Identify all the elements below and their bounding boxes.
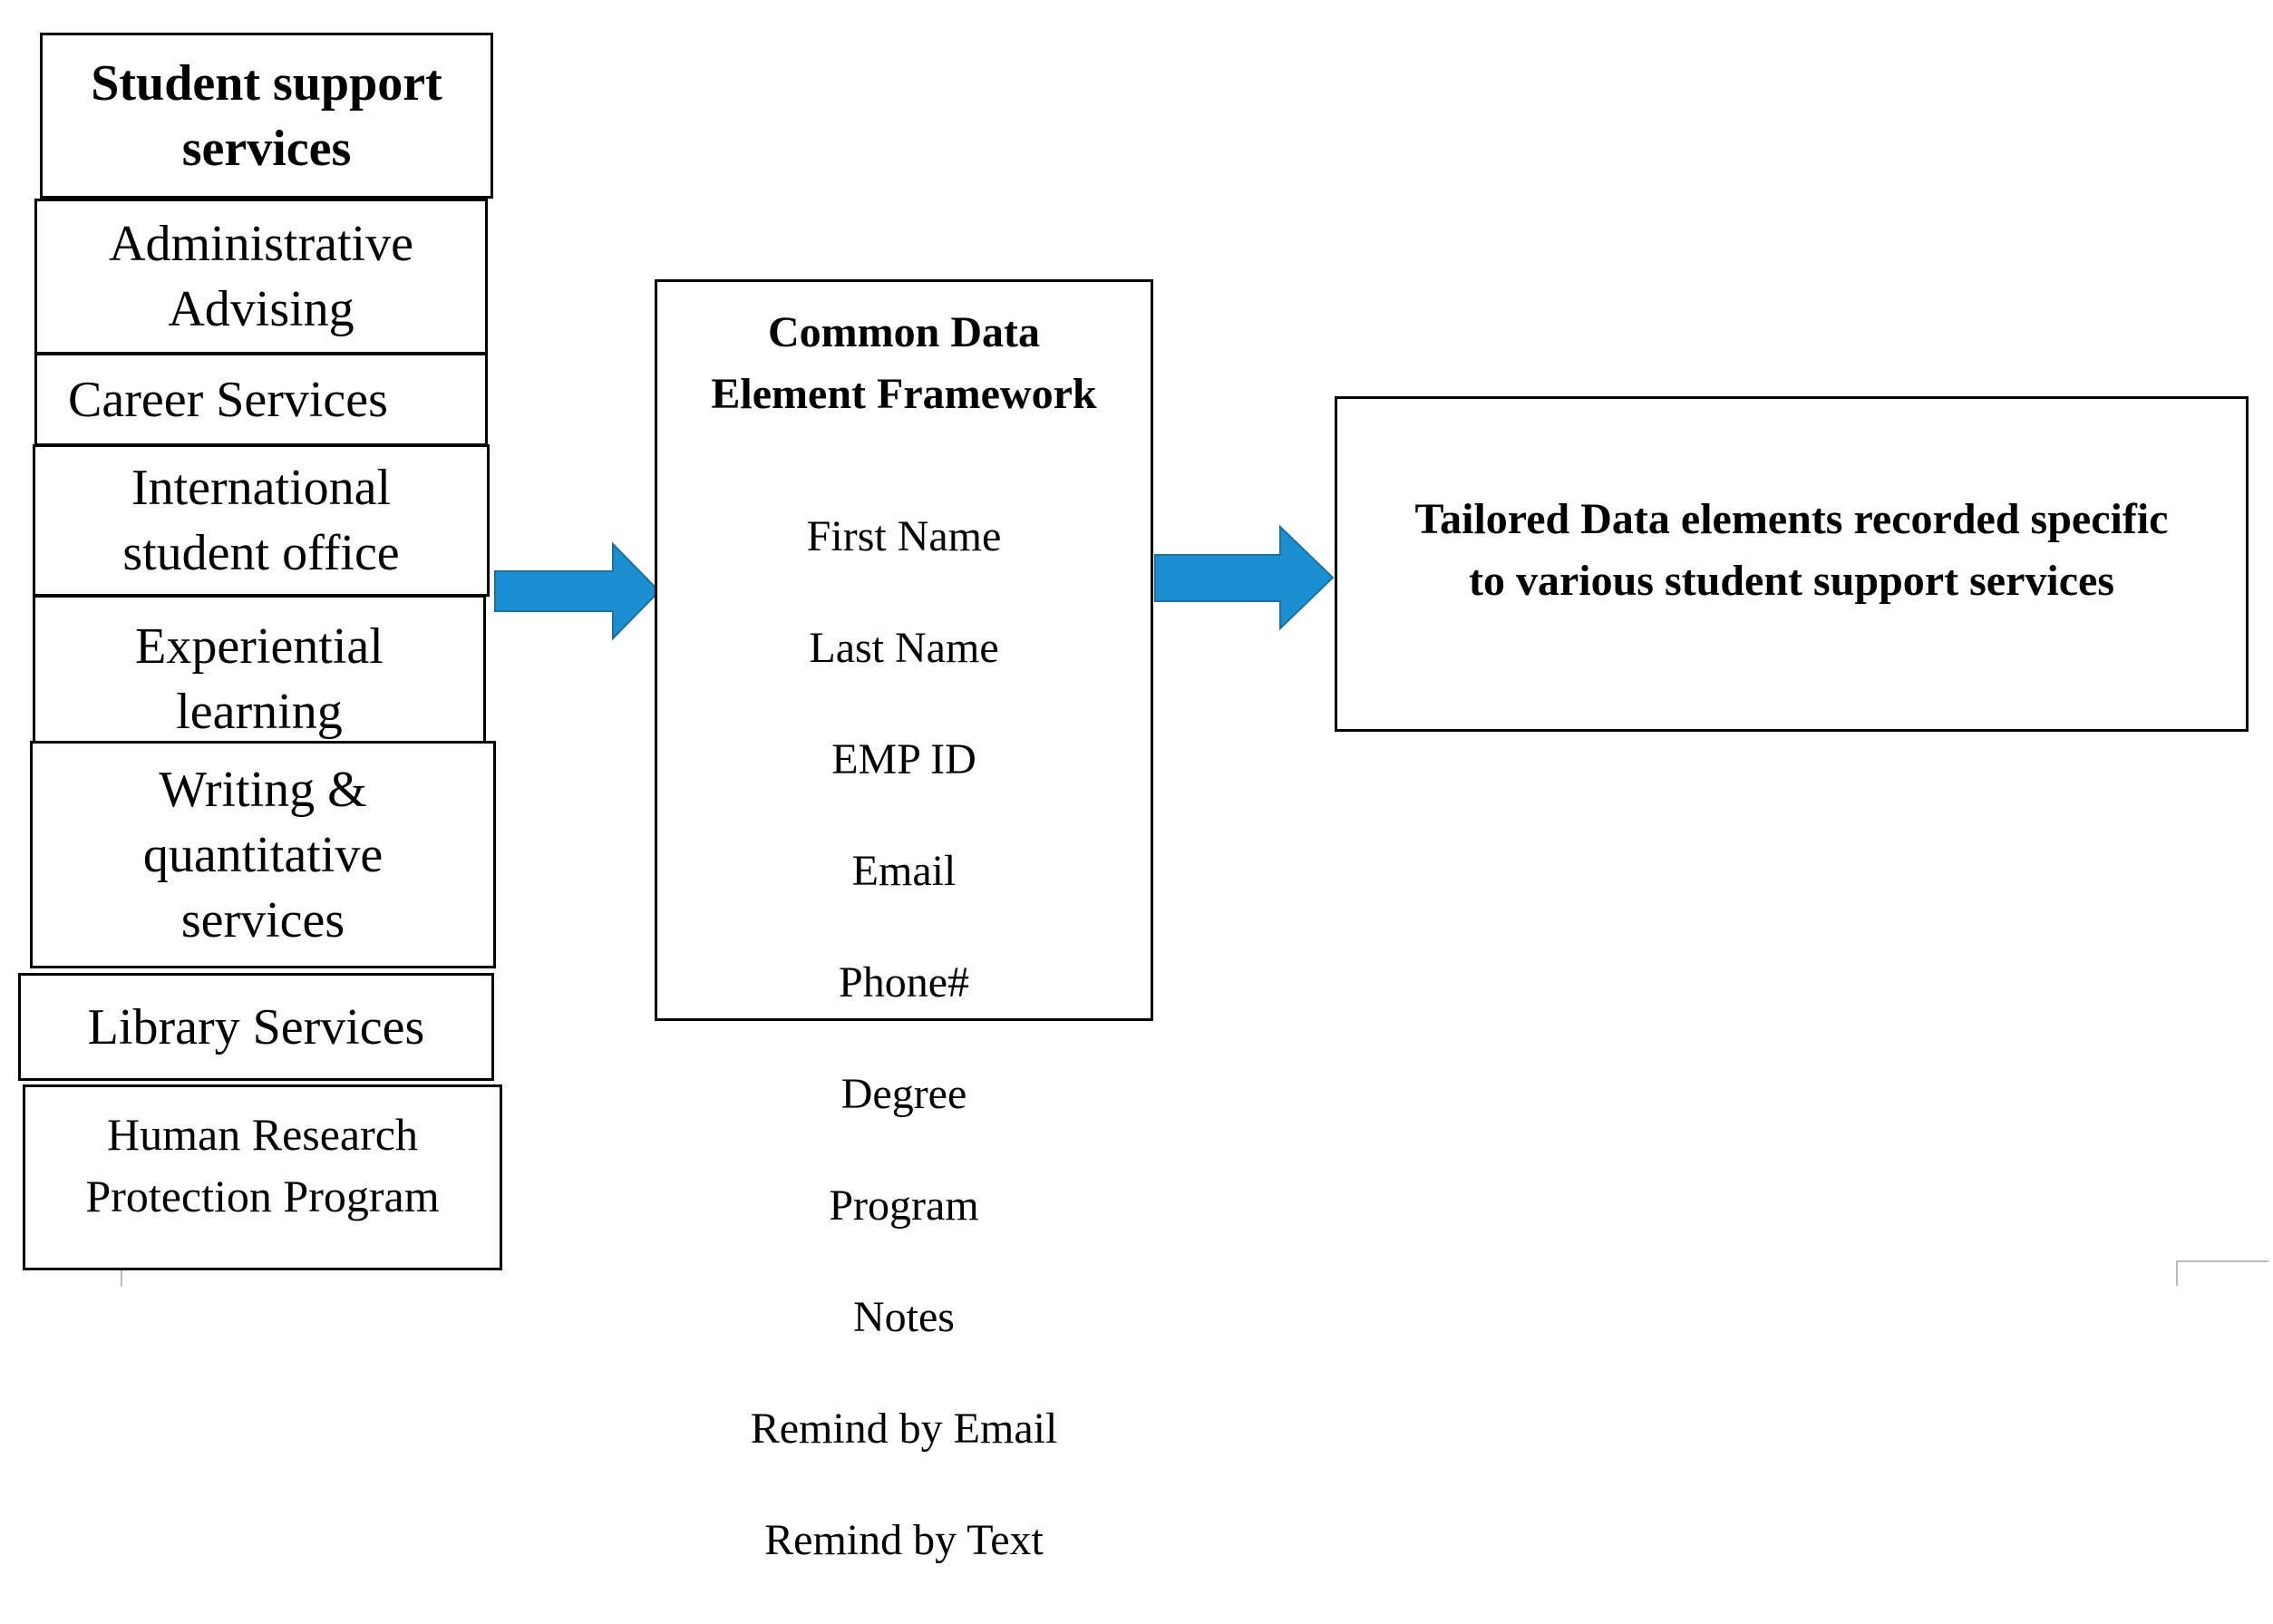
tailored-data-elements-box: Tailored Data elements recorded specific… (1335, 396, 2249, 732)
framework-element: Degree (840, 1069, 967, 1118)
framework-element: Program (829, 1181, 979, 1230)
service-label: Human Research Protection Program (85, 1109, 440, 1221)
framework-element: Notes (853, 1292, 955, 1341)
framework-element: Last Name (809, 623, 999, 672)
service-administrative-advising: Administrative Advising (34, 199, 488, 355)
service-label: Administrative Advising (109, 216, 413, 337)
common-data-element-framework: Common Data Element Framework First Name… (655, 279, 1153, 1564)
framework-element: EMP ID (831, 734, 976, 783)
service-label: Writing & quantitative services (142, 761, 384, 948)
service-writing-quantitative: Writing & quantitative services (30, 741, 496, 968)
service-library-services: Library Services (18, 973, 494, 1081)
framework-element: Email (851, 846, 957, 895)
framework-title: Common Data Element Framework (711, 308, 1097, 418)
service-experiential-learning: Experiential learning (33, 595, 486, 744)
service-career-services: Career Services (34, 353, 488, 446)
page-corner-mark (121, 1270, 122, 1287)
arrow-to-result (1154, 524, 1335, 631)
framework-element: First Name (806, 511, 1002, 560)
service-label: International student office (122, 460, 400, 581)
arrow-shape (494, 541, 661, 641)
framework-element-list: First Name Last Name EMP ID Email Phone#… (751, 452, 1058, 1624)
page-corner-mark (2176, 1260, 2268, 1286)
service-label: Library Services (87, 998, 425, 1055)
service-international-student-office: International student office (33, 444, 490, 597)
framework-element: Remind by Email (750, 1404, 1058, 1453)
framework-element: Remind by Text (764, 1515, 1044, 1564)
service-label: Career Services (68, 371, 388, 428)
services-header: Student support services (40, 33, 493, 199)
arrow-shape (1154, 524, 1335, 631)
service-label: Experiential learning (135, 618, 384, 740)
service-human-research-protection: Human Research Protection Program (23, 1084, 502, 1270)
services-header-label: Student support services (91, 54, 442, 177)
framework-element: Phone# (839, 958, 969, 1006)
arrow-to-framework (494, 541, 661, 641)
tailored-data-elements-text: Tailored Data elements recorded specific… (1414, 495, 2169, 605)
